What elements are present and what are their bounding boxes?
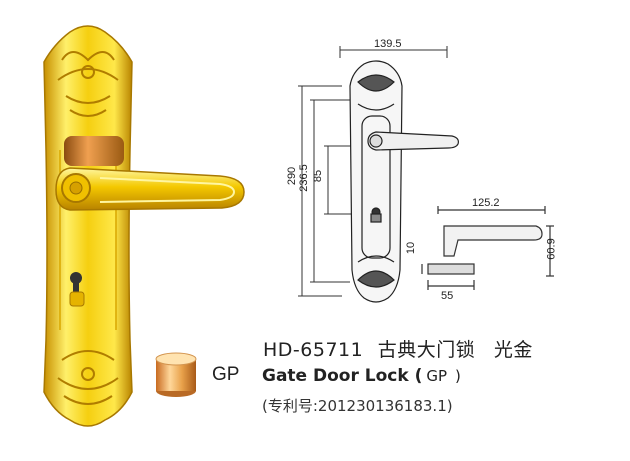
dim-lever-height: 60.9 xyxy=(545,238,558,260)
lever-neck xyxy=(64,136,124,166)
keyhole xyxy=(69,272,85,307)
back-plate xyxy=(43,25,133,427)
name-en: Gate Door Lock ( xyxy=(262,366,423,386)
dim-rose-diameter: 55 xyxy=(441,290,454,302)
name-cn: 古典大门锁 xyxy=(377,339,476,361)
patent-number: (专利号:201230136183.1) xyxy=(262,397,453,415)
top-ornament xyxy=(57,51,119,117)
dim-rose-height: 10 xyxy=(405,241,418,255)
technical-drawing xyxy=(298,46,554,303)
plate-drawing xyxy=(349,60,459,303)
product-subtitle: Gate Door Lock (GP) xyxy=(262,366,461,386)
side-view xyxy=(421,206,554,290)
product-photo xyxy=(43,25,245,427)
finish-label: GP xyxy=(212,364,240,385)
dim-hole-to-hole: 236.5 xyxy=(297,164,310,192)
dim-center-distance: 85 xyxy=(312,169,325,183)
finish-cn: 光金 xyxy=(493,339,533,361)
finish-code: GP xyxy=(426,367,448,385)
dim-total-height: 290 xyxy=(286,166,299,186)
dim-lever-length: 125.2 xyxy=(472,197,500,209)
finish-swatch xyxy=(155,352,197,397)
product-title: HD-65711 古典大门锁 光金 xyxy=(263,335,533,362)
dim-plate-width: 139.5 xyxy=(374,38,402,50)
name-en-close: ) xyxy=(455,367,461,385)
model-number: HD-65711 xyxy=(263,339,364,361)
bottom-ornament xyxy=(57,350,119,405)
